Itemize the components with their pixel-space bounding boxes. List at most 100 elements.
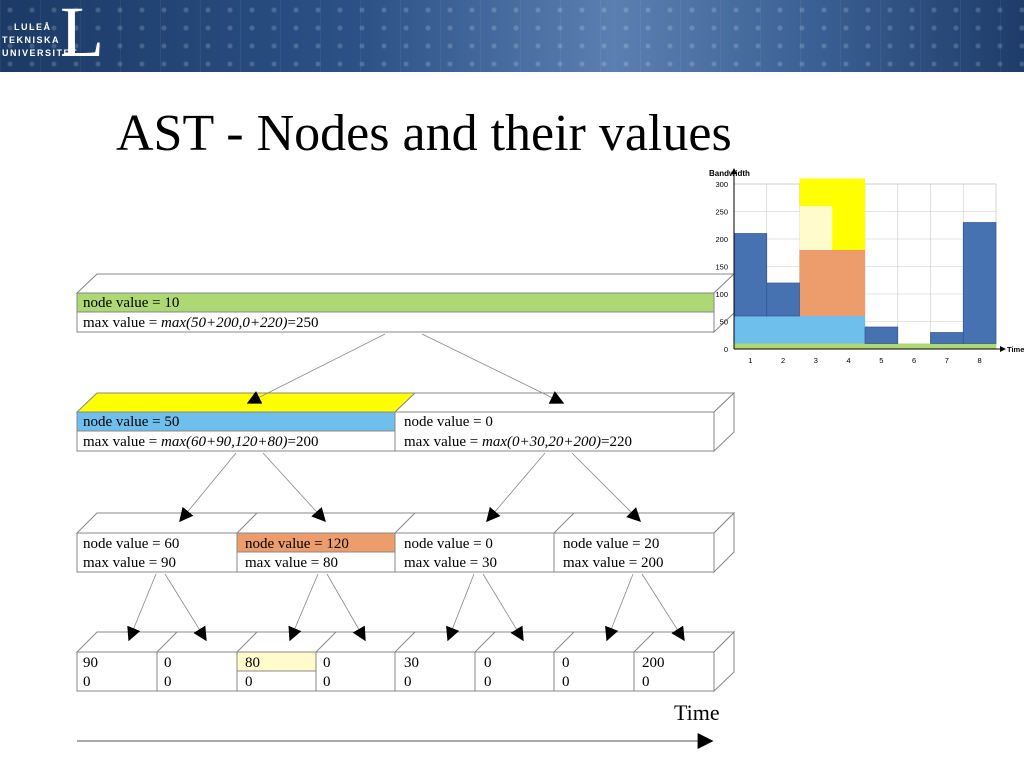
chart-bar [734, 316, 865, 344]
leaf-box-4 [315, 651, 396, 692]
chart-y-tick-label: 150 [715, 263, 728, 272]
leaf-7-max: 0 [562, 674, 570, 690]
leaf-box-6 [474, 651, 555, 692]
edge-l1a-l2a [179, 452, 237, 523]
leaf-box-8 [633, 651, 715, 692]
chart-y-tick-label: 250 [715, 208, 728, 217]
chart-y-tick-label: 200 [715, 235, 728, 244]
root-node-value: node value = 10 [83, 295, 179, 311]
header-banner: L LULEÅ TEKNISKA UNIVERSITET [0, 0, 1024, 72]
level2-2-node-value: node value = 120 [245, 536, 349, 552]
leaf-top-divider-6 [553, 631, 575, 653]
leaf-3-value: 80 [245, 655, 260, 671]
chart-y-axis-label: Bandwidth [709, 169, 750, 178]
leaf-5-max: 0 [404, 674, 412, 690]
leaf-6-max: 0 [484, 674, 492, 690]
edge-l2d-leaf7 [605, 573, 634, 642]
level2-1-node-value: node value = 60 [83, 536, 179, 552]
leaf-row: 90 0 0 0 80 0 0 0 30 0 0 0 0 0 200 0 [75, 630, 736, 693]
chart-bar [766, 282, 800, 317]
chart-x-tick-label: 7 [945, 356, 949, 365]
level2-3-node-value: node value = 0 [404, 536, 493, 552]
logo-line-1: LULEÅ [14, 22, 52, 32]
edge-l2a-leaf1 [127, 573, 157, 642]
chart-bar [799, 206, 833, 250]
leaf-2-max: 0 [164, 674, 172, 690]
chart-x-tick-label: 8 [978, 356, 982, 365]
level2-1-max-value: max value = 90 [83, 555, 176, 571]
leaf-6-value: 0 [484, 655, 492, 671]
edge-root-left [246, 333, 386, 404]
level1-left-max-value: max value = max(60+90,120+80)=200 [83, 434, 318, 450]
level1-right-box [394, 411, 715, 452]
chart-x-axis-label: Time [1007, 345, 1024, 354]
leaf-1-value: 90 [83, 655, 98, 671]
leaf-8-max: 0 [642, 674, 650, 690]
edge-l2a-leaf2 [164, 573, 207, 642]
level1-left-node-value: node value = 50 [83, 414, 179, 430]
root-value-fill [76, 292, 715, 313]
chart-x-tick-label: 2 [781, 356, 785, 365]
chart-x-tick-label: 5 [879, 356, 883, 365]
chart-bar [799, 250, 865, 316]
chart-y-tick-label: 300 [715, 180, 728, 189]
chart-x-arrow [1000, 346, 1006, 352]
chart-y-tick-label: 100 [715, 290, 728, 299]
leaf-4-value: 0 [323, 655, 331, 671]
edge-l2b-leaf4 [326, 573, 366, 642]
level1-row: node value = 50 max value = max(60+90,12… [75, 391, 736, 453]
slide-title: AST - Nodes and their values [116, 105, 732, 162]
leaf-top-divider-4 [394, 631, 416, 653]
root-max-value: max value = max(50+200,0+220)=250 [83, 315, 318, 331]
level2-divider-3 [553, 512, 575, 534]
root-box-top [75, 273, 736, 294]
level2-box-1 [76, 532, 238, 573]
level2-4-node-value: node value = 20 [563, 536, 659, 552]
leaf-box-7 [553, 651, 635, 692]
edge-l2c-leaf5 [446, 573, 475, 642]
leaf-2-value: 0 [164, 655, 172, 671]
edge-l1b-l2c [486, 452, 546, 523]
root-node: node value = 10 max value = max(50+200,0… [75, 272, 736, 334]
chart-y-tick-label: 50 [720, 318, 728, 327]
level2-3-max-value: max value = 30 [404, 555, 497, 571]
edge-l2d-leaf8 [641, 573, 685, 642]
chart-bar [962, 222, 997, 344]
edge-l1b-l2d [571, 452, 641, 522]
edge-l2b-leaf3 [288, 573, 319, 642]
leaf-3-max: 0 [245, 674, 253, 690]
leaf-1-max: 0 [83, 674, 91, 690]
logo-line-3: UNIVERSITET [2, 48, 79, 58]
banner-texture [0, 0, 1024, 72]
level2-2-max-value: max value = 80 [245, 555, 338, 571]
time-axis-label: Time [674, 700, 720, 725]
chart-bar [930, 332, 964, 344]
leaf-4-max: 0 [323, 674, 331, 690]
leaf-box-5 [394, 651, 476, 692]
chart-x-tick-label: 4 [847, 356, 851, 365]
university-logo: L LULEÅ TEKNISKA UNIVERSITET [0, 0, 135, 72]
leaf-top-divider-2 [236, 631, 258, 653]
leaf-top-divider-1 [156, 631, 178, 653]
level1-left-top [75, 392, 417, 413]
chart-bar [733, 233, 768, 317]
leaf-box-2 [156, 651, 238, 692]
leaf-5-value: 30 [404, 655, 419, 671]
chart-y-arrow [731, 168, 737, 174]
leaf-top-divider-5 [474, 631, 496, 653]
tree-edges [127, 333, 685, 642]
leaf-box-1 [76, 651, 158, 692]
chart-y-tick-label: 0 [724, 345, 728, 354]
leaf-top-divider-3 [315, 631, 337, 653]
chart-x-tick-label: 6 [912, 356, 916, 365]
level1-right-max-value: max value = max(0+30,20+200)=220 [404, 434, 632, 450]
chart-bar [734, 343, 996, 349]
level1-right-node-value: node value = 0 [404, 414, 493, 430]
logo-letter: L [60, 0, 104, 72]
chart-x-tick-label: 3 [814, 356, 818, 365]
level2-divider-2 [394, 512, 416, 534]
leaf-top-divider-7 [633, 631, 655, 653]
leaf-7-value: 0 [562, 655, 570, 671]
